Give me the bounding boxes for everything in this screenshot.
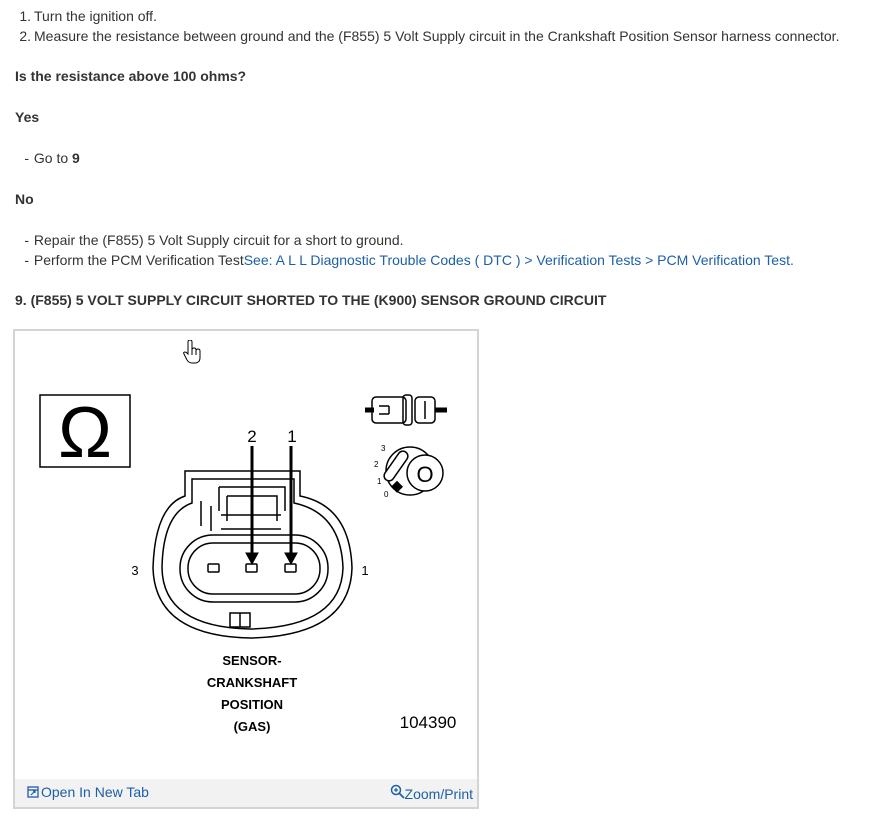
key-letter: O xyxy=(416,462,433,487)
step-2: 2.Measure the resistance between ground … xyxy=(15,27,839,45)
zoom-print-label: Zoom/Print xyxy=(404,786,473,802)
goto-step-link[interactable]: 9 xyxy=(72,150,80,166)
test-probes xyxy=(245,446,298,566)
pin-label-3: 3 xyxy=(131,563,138,578)
ignition-key-icon xyxy=(365,394,447,496)
no-label: No xyxy=(15,191,34,207)
connector-diagram: Ω 3 2 1 0 O xyxy=(39,393,457,734)
zoom-icon xyxy=(390,784,405,799)
figure-action-bar: Open In New Tab Zoom/Print xyxy=(15,779,477,807)
yes-label: Yes xyxy=(15,109,40,125)
zoom-print-button[interactable]: Zoom/Print xyxy=(390,784,473,802)
probe-label-2: 2 xyxy=(247,427,256,446)
list-dash: - xyxy=(24,252,29,268)
caption-line-1: SENSOR- xyxy=(222,653,281,668)
no-action-2: - Perform the PCM Verification TestSee: … xyxy=(15,251,794,269)
goto-prefix: Go to xyxy=(33,150,73,166)
open-new-tab-label: Open In New Tab xyxy=(41,784,149,800)
step-text: Turn the ignition off. xyxy=(34,8,157,24)
action-text: Perform the PCM Verification Test xyxy=(33,252,244,268)
step-text: Measure the resistance between ground an… xyxy=(34,28,840,44)
pin-label-1: 1 xyxy=(361,563,368,578)
no-action-1: - Repair the (F855) 5 Volt Supply circui… xyxy=(15,231,404,249)
figure-number: 104390 xyxy=(400,713,457,732)
caption-line-2: CRANKSHAFT xyxy=(207,675,297,690)
list-dash: - xyxy=(24,232,29,248)
caption-line-3: POSITION xyxy=(221,697,283,712)
verification-test-link[interactable]: See: A L L Diagnostic Trouble Codes ( DT… xyxy=(243,252,790,268)
key-position-1: 1 xyxy=(377,477,382,486)
ohm-symbol: Ω xyxy=(58,393,112,473)
key-position-2: 2 xyxy=(374,460,379,469)
list-dash: - xyxy=(24,150,29,166)
open-new-tab-button[interactable]: Open In New Tab xyxy=(27,784,149,800)
action-text: Repair the (F855) 5 Volt Supply circuit … xyxy=(33,232,404,248)
link-period: . xyxy=(789,252,794,268)
caption-line-4: (GAS) xyxy=(234,719,271,734)
step-1: 1.Turn the ignition off. xyxy=(15,7,157,25)
key-position-0: 0 xyxy=(384,490,389,499)
probe-label-1: 1 xyxy=(287,427,296,446)
step-number: 2. xyxy=(19,28,31,44)
step-number: 1. xyxy=(19,8,31,24)
ohmmeter-icon: Ω xyxy=(39,393,131,473)
yes-action: - Go to 9 xyxy=(15,149,80,167)
section-heading: 9. (F855) 5 VOLT SUPPLY CIRCUIT SHORTED … xyxy=(15,292,607,308)
diagram-figure: Ω 3 2 1 0 O xyxy=(13,329,479,809)
question: Is the resistance above 100 ohms? xyxy=(15,68,247,84)
key-position-3: 3 xyxy=(381,444,386,453)
open-new-tab-icon xyxy=(27,786,39,798)
hand-cursor-icon xyxy=(183,340,201,364)
